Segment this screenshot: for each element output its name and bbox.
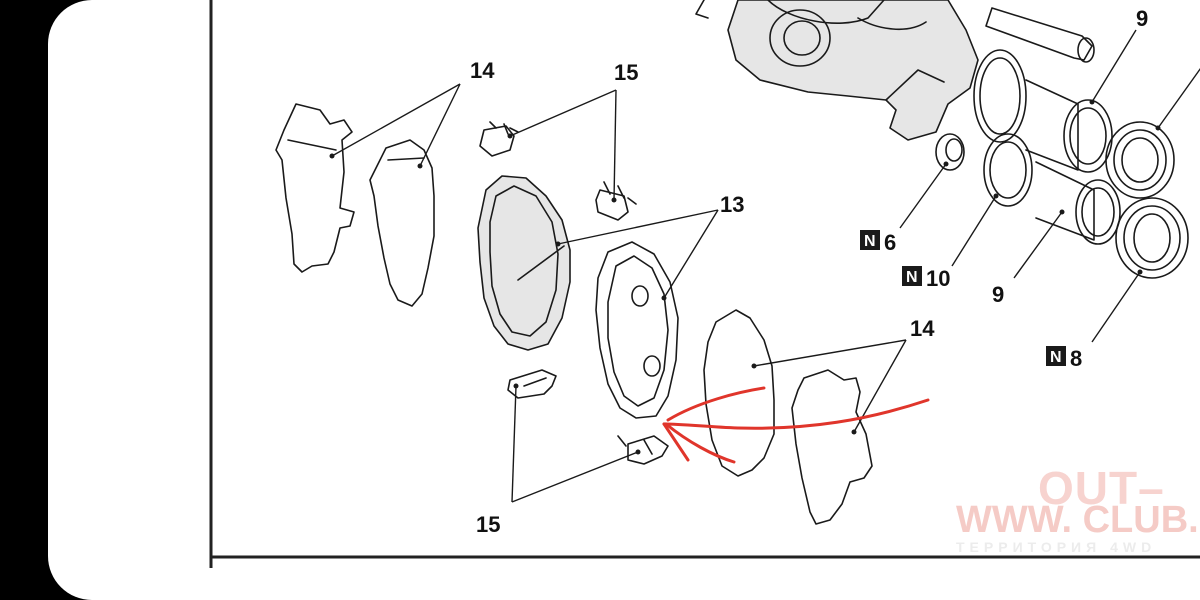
piston-upper	[974, 50, 1174, 198]
n-tag-10-letter: N	[906, 269, 918, 286]
red-annotation-arrow	[664, 388, 928, 462]
guide-pin	[986, 8, 1094, 62]
callout-15-bottom: 15	[476, 512, 500, 537]
shim-inner-right	[792, 370, 872, 524]
callout-9-mid: 9	[992, 282, 1004, 307]
clip-bottom-2	[618, 436, 668, 464]
bushing	[936, 134, 964, 170]
callout-10: 10	[926, 266, 950, 291]
image-card: 14 15 13 14 15 9 8 N N 6 N 10 9 N 8 OUT–…	[48, 0, 1200, 600]
brake-pad-inner	[596, 242, 678, 418]
n-tag-6-letter: N	[864, 233, 876, 250]
callout-14-right: 14	[910, 316, 935, 341]
brake-pad-outer	[478, 176, 570, 350]
callout-14-top: 14	[470, 58, 495, 83]
n-tag-8-bottom-letter: N	[1050, 349, 1062, 366]
callout-13: 13	[720, 192, 744, 217]
watermark-line3: ТЕРРИТОРИЯ 4WD	[956, 539, 1156, 555]
watermark-line2: WWW. CLUB.RU	[956, 499, 1200, 541]
brake-caliper-exploded-diagram: 14 15 13 14 15 9 8 N N 6 N 10 9 N 8 OUT–…	[48, 0, 1200, 568]
watermark: OUT– WWW. CLUB.RU ТЕРРИТОРИЯ 4WD	[956, 462, 1200, 555]
callout-15-top: 15	[614, 60, 638, 85]
callout-6: 6	[884, 230, 896, 255]
shim-inner-left	[370, 140, 434, 306]
callout-9-top: 9	[1136, 6, 1148, 31]
clip-top-1	[480, 122, 518, 156]
shim-outer-left	[276, 104, 354, 272]
callout-8-bottom: 8	[1070, 346, 1082, 371]
caliper-body	[696, 0, 978, 140]
